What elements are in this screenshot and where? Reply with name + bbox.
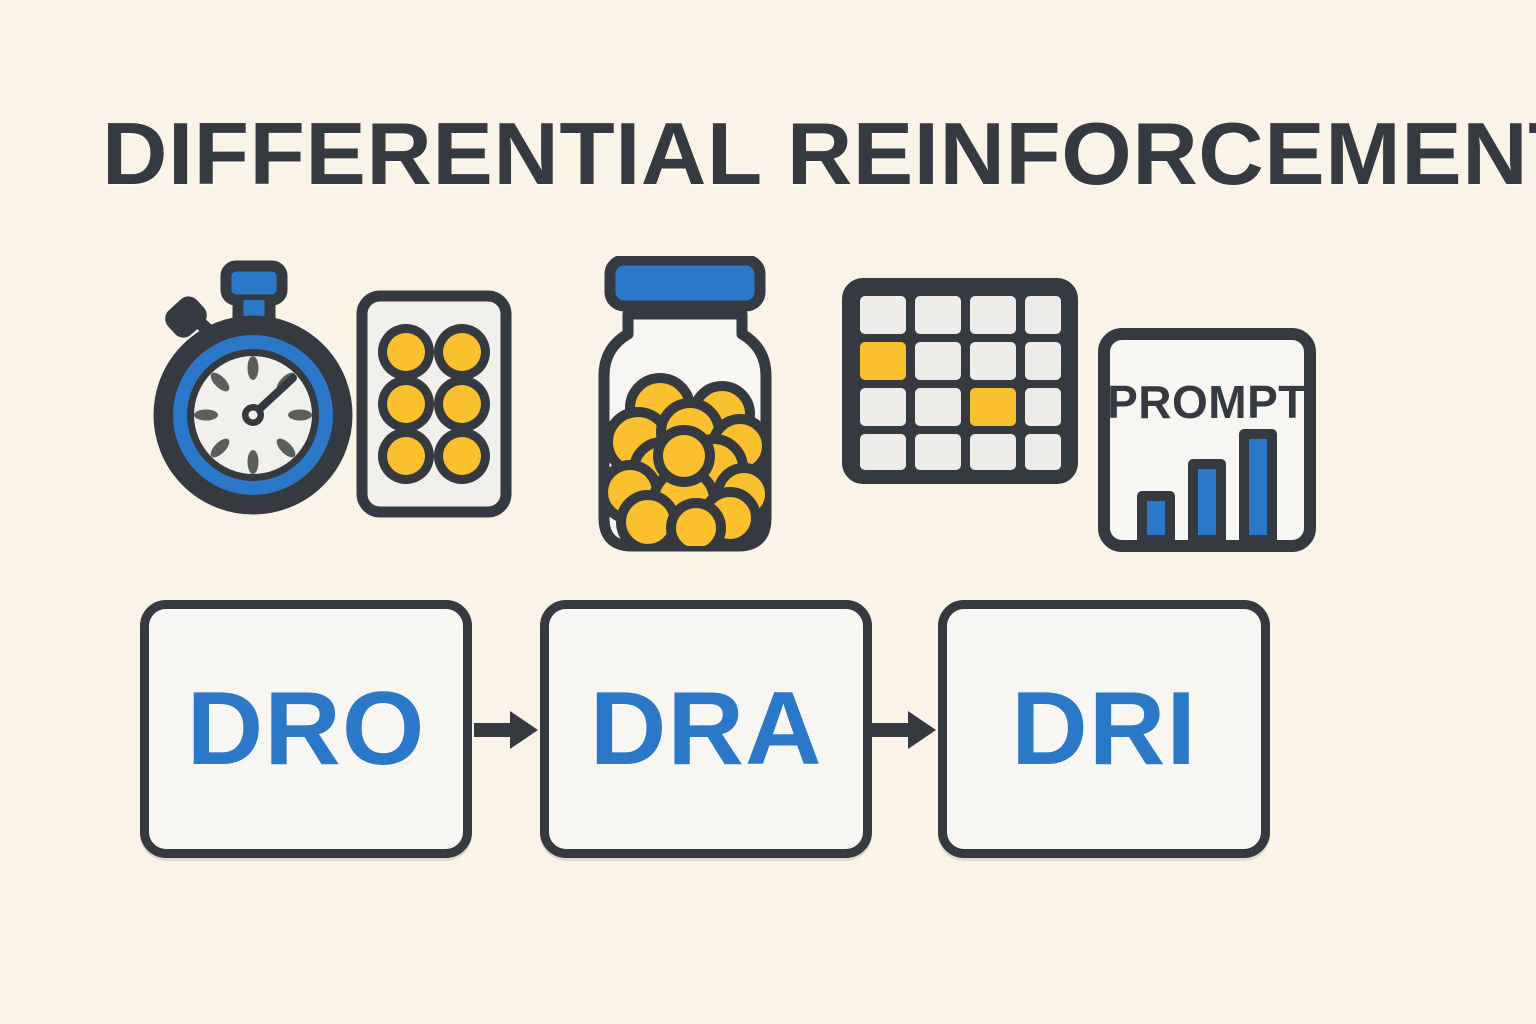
- flow-row: DRO DRA DRI: [0, 596, 1536, 868]
- flow-step-dra[interactable]: DRA: [540, 600, 872, 858]
- flow-step-dri[interactable]: DRI: [938, 600, 1270, 858]
- flow-step-dro[interactable]: DRO: [140, 600, 472, 858]
- icon-row: PROMPT: [0, 250, 1536, 560]
- flow-step-dro-label: DRO: [186, 671, 426, 787]
- token-jar-icon: [592, 256, 778, 556]
- page-title: DIFFERENTIAL REINFORCEMENT: [102, 104, 1536, 203]
- prompt-label: PROMPT: [1107, 376, 1307, 428]
- arrow-dro-to-dra: [474, 708, 540, 752]
- arrow-dra-to-dri: [872, 708, 938, 752]
- interval-grid-icon: [842, 278, 1078, 484]
- prompt-chart-icon: PROMPT: [1098, 328, 1316, 552]
- token-pack-icon: [356, 290, 512, 518]
- stopwatch-icon: [148, 260, 358, 525]
- flow-step-dri-label: DRI: [1011, 671, 1197, 787]
- flow-step-dra-label: DRA: [589, 671, 823, 787]
